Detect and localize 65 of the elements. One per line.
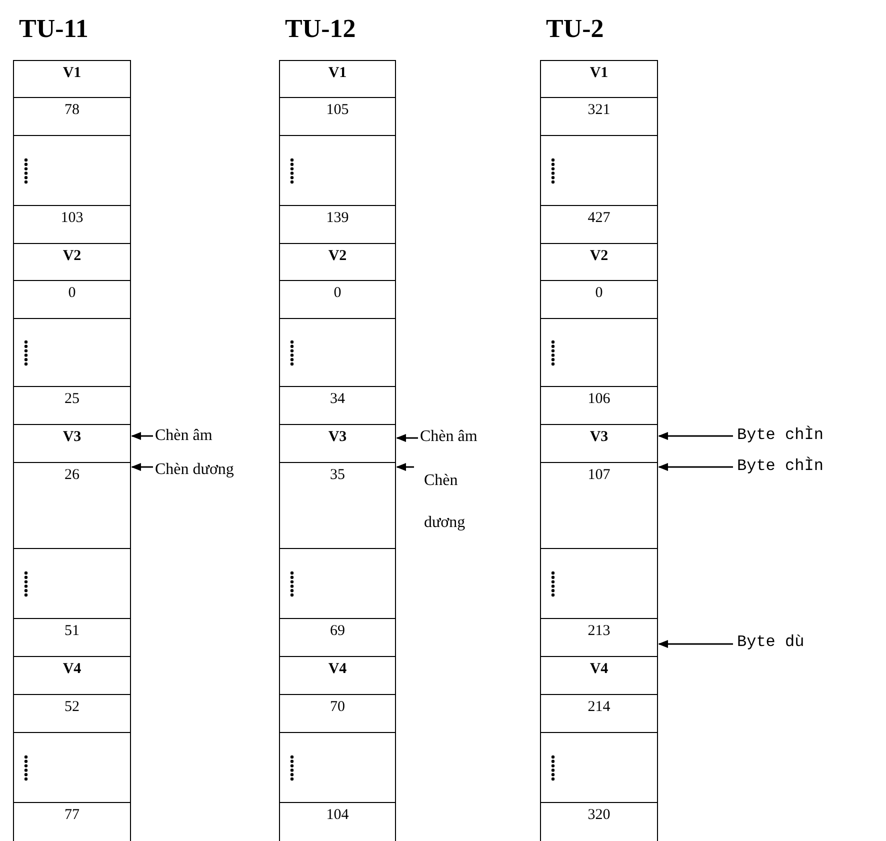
memory-cell: 25 <box>13 386 131 425</box>
memory-cell: 52 <box>13 694 131 733</box>
header-cell: V4 <box>279 656 396 695</box>
arrow <box>658 463 733 471</box>
header-cell: V2 <box>13 243 131 281</box>
ellipsis-cell <box>13 318 131 387</box>
memory-cell: 427 <box>540 205 658 244</box>
column-title: TU-11 <box>18 14 90 45</box>
memory-cell: 320 <box>540 802 658 841</box>
ellipsis-cell <box>279 318 396 387</box>
ellipsis-cell <box>279 135 396 206</box>
header-cell: V4 <box>540 656 658 695</box>
memory-cell: 0 <box>279 280 396 319</box>
ellipsis-cell <box>13 732 131 803</box>
arrow <box>396 434 418 442</box>
arrow <box>658 432 733 440</box>
annotation-text: Byte chÌn <box>733 425 883 445</box>
memory-cell: 105 <box>279 97 396 136</box>
header-cell: V3 <box>540 424 658 463</box>
memory-cell: 69 <box>279 618 396 657</box>
memory-cell: 34 <box>279 386 396 425</box>
memory-cell: 104 <box>279 802 396 841</box>
memory-cell: 103 <box>13 205 131 244</box>
memory-cell: 0 <box>540 280 658 319</box>
memory-cell: 213 <box>540 618 658 657</box>
memory-cell: 78 <box>13 97 131 136</box>
ellipsis-cell <box>540 135 658 206</box>
memory-cell: 321 <box>540 97 658 136</box>
ellipsis-cell <box>540 548 658 619</box>
ellipsis-cell <box>540 732 658 803</box>
ellipsis-cell <box>13 135 131 206</box>
memory-cell: 0 <box>13 280 131 319</box>
header-cell: V3 <box>279 424 396 463</box>
annotation-text: Chèn âm <box>153 426 263 446</box>
column-title: TU-12 <box>284 14 357 45</box>
memory-cell: 139 <box>279 205 396 244</box>
ellipsis-cell <box>279 732 396 803</box>
memory-cell: 77 <box>13 802 131 841</box>
memory-cell: 26 <box>13 462 131 549</box>
annotation-text: Chèn âm <box>418 427 518 447</box>
annotation-text: Chèn dương <box>153 460 278 480</box>
header-cell: V2 <box>279 243 396 281</box>
memory-cell: 107 <box>540 462 658 549</box>
ellipsis-cell <box>540 318 658 387</box>
header-cell: V1 <box>279 60 396 98</box>
annotation-text: Byte dù <box>733 632 883 652</box>
memory-cell: 70 <box>279 694 396 733</box>
header-cell: V1 <box>13 60 131 98</box>
annotation-text: Chèn dương <box>414 460 476 544</box>
arrow <box>658 640 733 648</box>
header-cell: V1 <box>540 60 658 98</box>
annotation-text: Byte chÌn <box>733 456 883 476</box>
arrow <box>131 463 153 471</box>
memory-cell: 51 <box>13 618 131 657</box>
arrow <box>131 432 153 440</box>
ellipsis-cell <box>13 548 131 619</box>
ellipsis-cell <box>279 548 396 619</box>
memory-cell: 106 <box>540 386 658 425</box>
column-title: TU-2 <box>545 14 605 45</box>
memory-cell: 35 <box>279 462 396 549</box>
header-cell: V3 <box>13 424 131 463</box>
header-cell: V4 <box>13 656 131 695</box>
arrow <box>396 463 414 471</box>
memory-cell: 214 <box>540 694 658 733</box>
header-cell: V2 <box>540 243 658 281</box>
